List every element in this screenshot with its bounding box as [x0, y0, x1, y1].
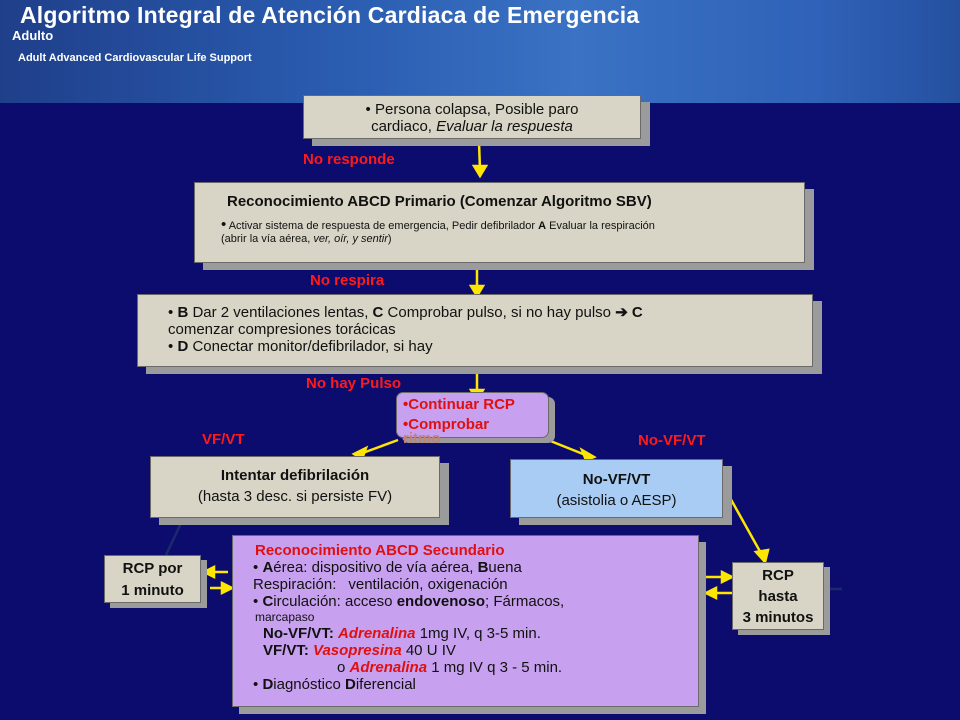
arrow-to-novfvt	[547, 438, 589, 458]
arrowhead	[220, 580, 235, 596]
label-no-hay-pulso: No hay Pulso	[306, 375, 402, 392]
page-subtitle: Adulto	[12, 28, 54, 43]
node-persona-colapsa: • Persona colapsa, Posible paro cardiaco…	[303, 95, 641, 139]
arrowhead	[720, 569, 735, 585]
node-rcp-1-minuto: RCP por 1 minuto	[104, 555, 201, 603]
arrow-right-icon: ➔	[615, 304, 628, 321]
arrowhead	[753, 548, 770, 565]
node-abcd-primario: Reconocimiento ABCD Primario (Comenzar A…	[194, 182, 805, 263]
node-ventilaciones: • B Dar 2 ventilaciones lentas, C Compro…	[137, 294, 813, 367]
label-no-responde: No responde	[303, 151, 395, 168]
arrowhead	[579, 447, 597, 462]
page-subtitle-english: Adult Advanced Cardiovascular Life Suppo…	[18, 52, 252, 64]
label-no-respira: No respira	[310, 272, 385, 289]
arrowhead	[703, 585, 718, 601]
label-no-vf-vt: No-VF/VT	[638, 432, 706, 449]
node-no-vf-vt: No-VF/VT (asistolia o AESP)	[510, 459, 723, 518]
header-banner: Algoritmo Integral de Atención Cardiaca …	[0, 0, 960, 103]
node-abcd-secundario: Reconocimiento ABCD Secundario • Aérea: …	[232, 535, 699, 707]
arrow-to-desfibrilacion	[359, 438, 399, 456]
arrowhead	[468, 284, 486, 299]
page-title: Algoritmo Integral de Atención Cardiaca …	[20, 2, 640, 28]
node-rcp-3-minutos: RCP hasta 3 minutos	[732, 562, 824, 630]
label-vf-vt: VF/VT	[202, 431, 245, 448]
arrowhead	[201, 564, 216, 580]
node-continuar-rcp: •Continuar RCP •Comprobar ritmo	[396, 392, 549, 447]
arrowhead	[471, 164, 489, 179]
arrow-novfvt-rcp3	[722, 486, 764, 556]
node-intentar-defibrilacion: Intentar defibrilación (hasta 3 desc. si…	[150, 456, 440, 518]
